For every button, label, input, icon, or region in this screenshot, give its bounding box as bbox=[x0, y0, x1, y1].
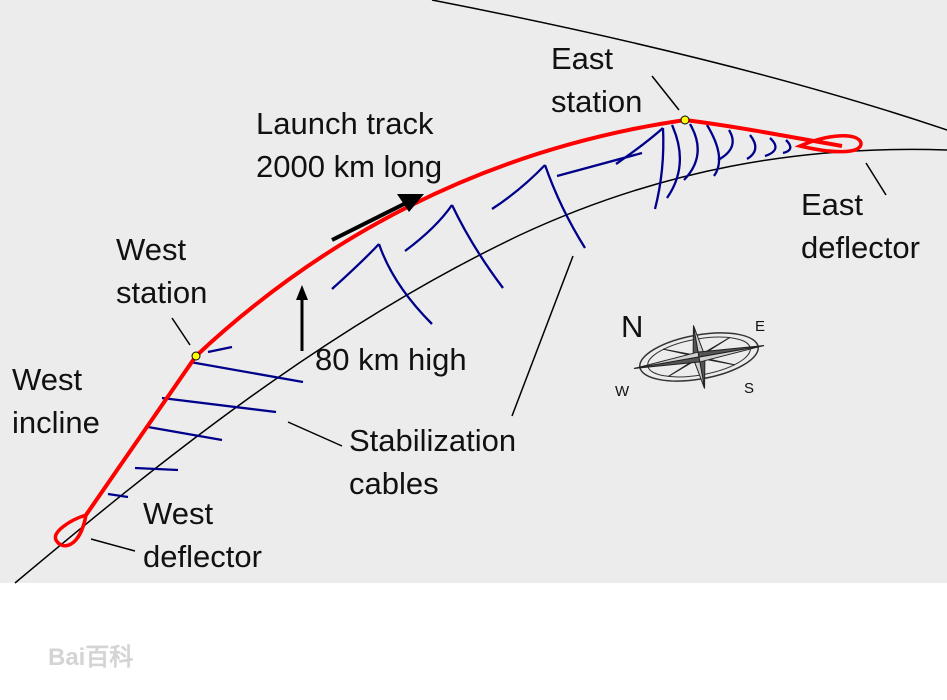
cable bbox=[189, 360, 304, 384]
west-incline-label-line2: incline bbox=[12, 405, 100, 440]
height-label: 80 km high bbox=[315, 342, 467, 377]
cable bbox=[653, 127, 665, 210]
east-station-marker bbox=[680, 115, 690, 125]
cable bbox=[107, 492, 129, 499]
leader-east-deflector bbox=[865, 162, 887, 196]
cable bbox=[491, 164, 546, 210]
west-incline-label-line1: West bbox=[12, 362, 82, 397]
cable bbox=[404, 204, 453, 252]
cable bbox=[615, 127, 664, 165]
launch-direction-arrow bbox=[331, 194, 424, 242]
west-station-label-line1: West bbox=[116, 232, 186, 267]
cable bbox=[147, 425, 223, 442]
east-deflector-label-line1: East bbox=[801, 187, 863, 222]
height-arrow bbox=[296, 285, 308, 351]
stabilization-cables-label-line2: cables bbox=[349, 466, 439, 501]
cable bbox=[782, 139, 792, 155]
west-station-label-line2: station bbox=[116, 275, 207, 310]
cable bbox=[717, 129, 734, 162]
cable bbox=[450, 204, 504, 289]
background-panel bbox=[0, 0, 947, 583]
cable bbox=[666, 124, 682, 199]
baidu-watermark: Bai百科 bbox=[48, 644, 133, 671]
east-deflector-loop bbox=[794, 134, 863, 154]
east-station-label-line1: East bbox=[551, 41, 613, 76]
compass-south-label: S bbox=[744, 380, 754, 397]
compass-rose bbox=[633, 325, 765, 389]
launch-track-label-line2: 2000 km long bbox=[256, 149, 442, 184]
compass-main-points bbox=[633, 325, 765, 389]
compass-east-label: E bbox=[755, 318, 765, 335]
cable bbox=[706, 124, 721, 177]
east-station-label-line2: station bbox=[551, 84, 642, 119]
cable bbox=[331, 243, 380, 290]
leader-cables-2 bbox=[511, 255, 574, 417]
cable bbox=[207, 345, 233, 354]
compass-north-label: N bbox=[621, 309, 643, 344]
outer-arc bbox=[431, 0, 947, 131]
cable bbox=[543, 164, 586, 249]
leader-west-deflector bbox=[90, 538, 136, 552]
cable bbox=[764, 137, 777, 158]
earth-surface-curve bbox=[14, 148, 947, 584]
cable bbox=[161, 396, 277, 414]
east-deflector-label-line2: deflector bbox=[801, 230, 920, 265]
west-deflector-label-line2: deflector bbox=[143, 539, 262, 574]
stabilization-cables-label-line1: Stabilization bbox=[349, 423, 516, 458]
leader-east-station bbox=[651, 75, 680, 111]
cable bbox=[746, 134, 757, 160]
stabilization-cables bbox=[107, 123, 792, 499]
cable bbox=[683, 123, 699, 181]
launch-track-label-line1: Launch track bbox=[256, 106, 434, 141]
leader-west-station bbox=[171, 317, 191, 346]
west-deflector-loop bbox=[53, 512, 89, 548]
cable bbox=[377, 243, 433, 325]
cable bbox=[134, 466, 179, 472]
leader-lines bbox=[90, 75, 887, 552]
west-deflector-label-line1: West bbox=[143, 496, 213, 531]
leader-cables-1 bbox=[287, 421, 343, 447]
west-station-marker bbox=[191, 351, 201, 361]
launch-track bbox=[84, 117, 843, 517]
compass-west-label: W bbox=[615, 383, 630, 400]
